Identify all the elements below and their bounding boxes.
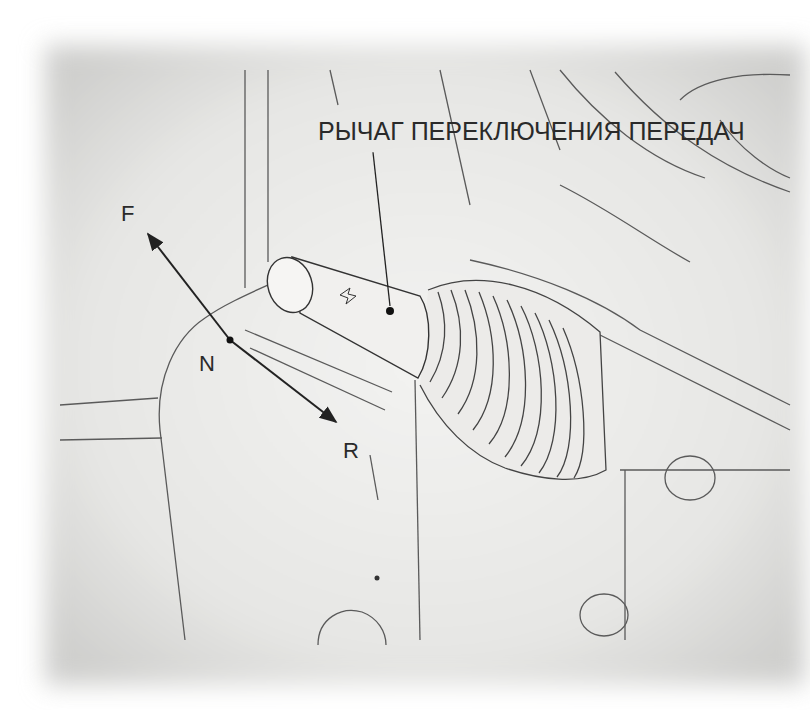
leader-dot <box>386 307 394 315</box>
boot-ridge <box>549 320 571 477</box>
cowl-line <box>560 185 690 262</box>
dot <box>375 576 380 581</box>
pillar-line <box>267 70 268 262</box>
floor-line <box>60 438 162 440</box>
gear-boot <box>420 280 606 479</box>
console-edge <box>415 380 420 640</box>
boot-outline <box>420 280 606 479</box>
knob-end <box>260 252 319 319</box>
boot-ridge <box>521 306 541 466</box>
slot-line <box>250 348 385 410</box>
console-edge <box>640 330 790 405</box>
boot-ridge <box>535 313 556 473</box>
direction-label: N <box>199 350 215 378</box>
console-edge <box>159 318 205 640</box>
lower-knob <box>318 610 386 645</box>
neutral-dot <box>227 337 234 344</box>
boot-ridge <box>489 296 509 444</box>
boot-ridge <box>505 300 526 457</box>
pillar-line <box>244 70 245 288</box>
console-edge <box>624 470 625 640</box>
cowl-line <box>680 74 790 100</box>
direction-label: F <box>121 200 134 228</box>
console-edge <box>370 455 378 500</box>
shift-pattern <box>148 234 336 422</box>
boot-ridge <box>473 292 493 430</box>
boot-ridge <box>458 290 477 414</box>
boot-ridge <box>563 328 584 478</box>
leader-lines <box>373 152 390 306</box>
hole <box>580 594 628 636</box>
knob-arrow-symbol <box>340 288 356 304</box>
part-name: РЫЧАГ ПЕРЕКЛЮЧЕНИЯ ПЕРЕДАЧ <box>318 116 745 147</box>
console-edge <box>620 469 790 470</box>
knob-body <box>292 257 429 378</box>
direction-label: R <box>343 437 359 465</box>
direction-arrow <box>230 340 336 422</box>
console-lines <box>60 70 790 645</box>
back-line <box>330 70 338 105</box>
boot-ridge <box>442 290 461 398</box>
paper-ground <box>45 45 805 685</box>
boot-ridge <box>430 292 445 382</box>
leader-line <box>373 152 390 306</box>
floor-line <box>60 398 158 405</box>
console-edge <box>600 335 790 430</box>
hole <box>665 456 715 500</box>
shift-knob <box>260 252 428 378</box>
direction-arrow <box>148 234 230 340</box>
